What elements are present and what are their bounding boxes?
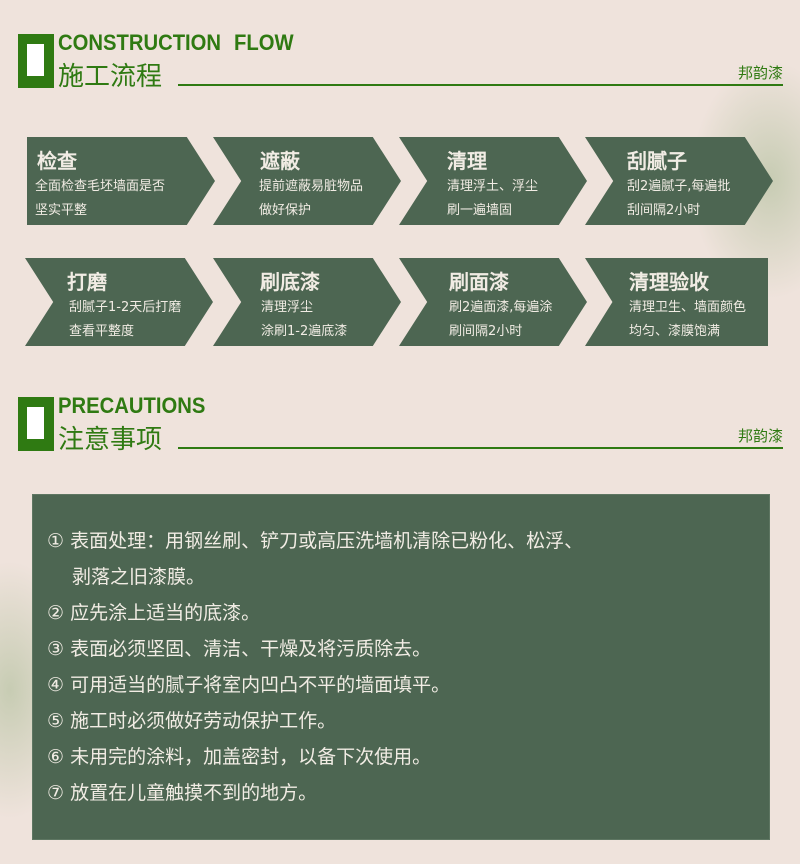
divider (178, 84, 783, 86)
flow-step: 打磨刮腻子1-2天后打磨查看平整度 (25, 258, 213, 346)
step-title: 刷面漆 (449, 270, 509, 294)
step-title: 打磨 (67, 270, 107, 294)
precautions-header: PRECAUTIONS 注意事项 邦韵漆 (18, 393, 783, 457)
step-title: 检查 (37, 149, 77, 173)
precaution-item: ④ 可用适当的腻子将室内凹凸不平的墙面填平。 (47, 674, 451, 696)
precaution-item: ⑤ 施工时必须做好劳动保护工作。 (47, 710, 337, 732)
header-mark-icon (18, 34, 54, 88)
step-desc: 刷2遍面漆,每遍涂刷间隔2小时 (449, 300, 553, 339)
flow-step: 清理验收清理卫生、墙面颜色均匀、漆膜饱满 (585, 258, 768, 346)
step-desc: 清理浮土、浮尘刷一遍墙固 (447, 179, 539, 218)
precaution-item: ⑥ 未用完的涂料，加盖密封，以备下次使用。 (47, 746, 432, 768)
section-title-cn: 施工流程 (58, 62, 163, 92)
step-desc: 刮2遍腻子,每遍批刮间隔2小时 (627, 179, 731, 218)
step-title: 清理 (447, 149, 487, 173)
precaution-item: ⑦ 放置在儿童触摸不到的地方。 (47, 782, 318, 804)
construction-flow-header: CONSTRUCTION FLOW 施工流程 邦韵漆 (18, 30, 783, 94)
step-desc: 全面检查毛坯墙面是否坚实平整 (35, 179, 166, 218)
section-title-en: PRECAUTIONS (58, 393, 206, 418)
precaution-item: ③ 表面必须坚固、清洁、干燥及将污质除去。 (47, 638, 432, 660)
step-desc: 清理卫生、墙面颜色均匀、漆膜饱满 (629, 300, 747, 339)
step-title: 清理验收 (629, 270, 709, 294)
step-desc: 清理浮尘涂刷1-2遍底漆 (261, 300, 348, 339)
step-title: 遮蔽 (260, 149, 300, 173)
precaution-item: ① 表面处理：用钢丝刷、铲刀或高压洗墙机清除已粉化、松浮、 (47, 530, 584, 552)
flow-step: 清理清理浮土、浮尘刷一遍墙固 (399, 137, 587, 225)
flow-step: 刷底漆清理浮尘涂刷1-2遍底漆 (213, 258, 401, 346)
flow-step: 刷面漆刷2遍面漆,每遍涂刷间隔2小时 (399, 258, 587, 346)
precaution-item: ② 应先涂上适当的底漆。 (47, 602, 261, 624)
step-title: 刮腻子 (627, 149, 687, 173)
section-title-cn: 注意事项 (58, 425, 163, 455)
divider (178, 447, 783, 449)
section-title-en: CONSTRUCTION FLOW (58, 30, 294, 55)
flow-step: 检查全面检查毛坯墙面是否坚实平整 (27, 137, 215, 225)
precautions-panel: ① 表面处理：用钢丝刷、铲刀或高压洗墙机清除已粉化、松浮、 剥落之旧漆膜。 ② … (32, 494, 770, 840)
flow-step: 遮蔽提前遮蔽易脏物品做好保护 (213, 137, 401, 225)
brand-label: 邦韵漆 (737, 64, 783, 82)
flow-step: 刮腻子刮2遍腻子,每遍批刮间隔2小时 (585, 137, 773, 225)
header-mark-icon (18, 397, 54, 451)
step-desc: 刮腻子1-2天后打磨查看平整度 (69, 300, 182, 339)
step-title: 刷底漆 (260, 270, 320, 294)
precaution-item: 剥落之旧漆膜。 (72, 566, 206, 588)
brand-label: 邦韵漆 (737, 427, 783, 445)
step-desc: 提前遮蔽易脏物品做好保护 (259, 179, 364, 218)
